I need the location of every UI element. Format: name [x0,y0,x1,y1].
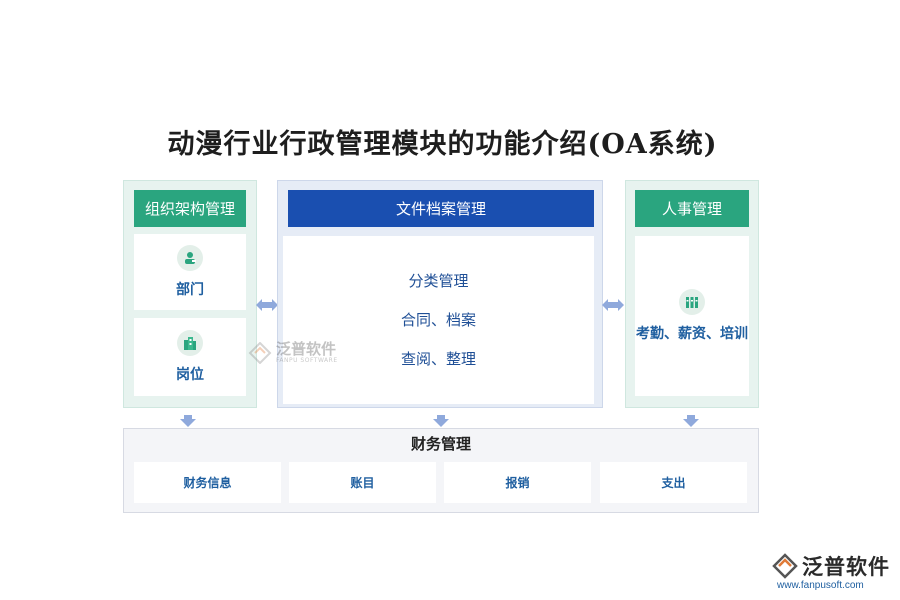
finance-item-expenses: 支出 [600,462,747,503]
page-title: 动漫行业行政管理模块的功能介绍(OA系统) [167,129,718,160]
right-double-arrow [602,297,624,316]
org-structure-header: 组织架构管理 [134,190,246,227]
org-structure-panel: 组织架构管理 部门 岗位 [123,180,257,408]
file-item-contracts: 合同、档案 [400,311,476,329]
finance-panel: 财务管理 财务信息 账目 报销 支出 [123,428,759,513]
finance-item-accounts: 账目 [289,462,436,503]
down-arrow-center [433,412,449,431]
watermark-name: 泛普软件 [276,340,337,358]
position-card: 岗位 [134,318,246,396]
department-label: 部门 [176,282,204,298]
file-item-review: 查阅、整理 [400,350,476,368]
file-archive-header: 文件档案管理 [288,190,594,227]
down-arrow-left [180,412,196,431]
finance-item-reimbursement: 报销 [444,462,591,503]
building-icon [177,330,203,356]
hr-label: 考勤、薪资、培训 [636,326,748,342]
hr-panel: 人事管理 考勤、薪资、培训 [625,180,759,408]
watermark-sub: FANPU SOFTWARE [276,357,338,364]
file-item-classification: 分类管理 [408,272,469,290]
hr-card: 考勤、薪资、培训 [635,236,749,396]
brand-name: 泛普软件 [802,555,890,579]
finance-header: 财务管理 [410,435,471,453]
watermark: 泛普软件 FANPU SOFTWARE [248,342,338,364]
watermark-logo-icon [248,342,272,364]
hr-header: 人事管理 [635,190,749,227]
finance-item-info: 财务信息 [134,462,281,503]
down-arrow-right [683,412,699,431]
position-label: 岗位 [176,367,204,383]
brand-url: www.fanpusoft.com [777,580,864,591]
department-person-icon [177,245,203,271]
binder-icon [679,289,705,315]
file-archive-card: 分类管理 合同、档案 查阅、整理 [283,236,594,404]
brand-logo-icon [772,553,798,579]
left-double-arrow [256,297,278,316]
brand-logo: 泛普软件 [772,551,890,581]
department-card: 部门 [134,234,246,310]
file-archive-panel: 文件档案管理 分类管理 合同、档案 查阅、整理 [277,180,603,408]
